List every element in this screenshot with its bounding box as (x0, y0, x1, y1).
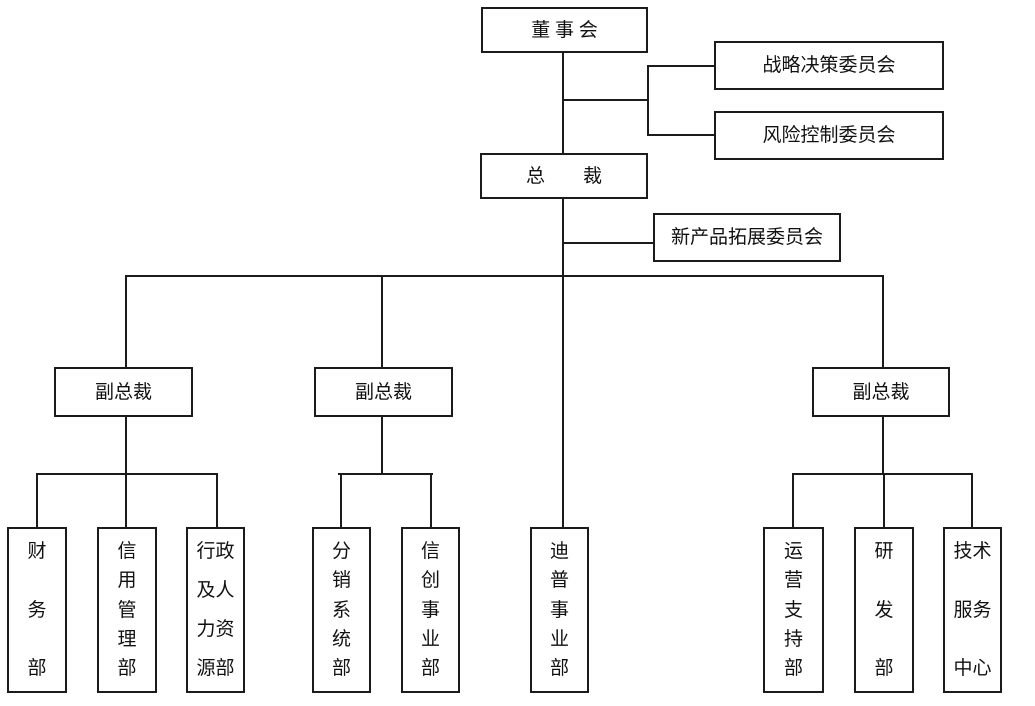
connector-drop-xinchuang (430, 473, 432, 527)
dept-label-line: 用 (117, 570, 137, 592)
node-president-label: 总 裁 (525, 165, 602, 187)
dept-label-line: 运 (783, 541, 803, 562)
node-vp-middle-label: 副总裁 (354, 381, 412, 403)
connector-vp-right-up (882, 275, 884, 367)
dept-label-line: 研 (874, 541, 894, 562)
node-vp-left-label: 副总裁 (94, 381, 152, 403)
dept-label-line: 发 (874, 599, 894, 621)
connector-vp-left-down (125, 417, 127, 475)
connector-left-group-bar (36, 473, 218, 475)
node-vp-right: 副总裁 (812, 367, 950, 417)
connector-committees-spine (647, 65, 649, 136)
dept-label-line: 技术 (953, 541, 992, 562)
node-dept-xinchuang: 信 创 事 业 部 (401, 527, 460, 693)
dept-label-line: 部 (549, 658, 569, 679)
node-dept-finance: 财 务 部 (7, 527, 67, 693)
connector-committees-stub (563, 99, 648, 101)
node-risk-committee: 风险控制委员会 (714, 111, 944, 160)
dept-label-line: 普 (549, 570, 569, 592)
node-strategy-committee: 战略决策委员会 (714, 41, 944, 90)
node-board: 董 事 会 (481, 7, 648, 53)
connector-strategy-committee (647, 65, 714, 67)
node-new-product-committee: 新产品拓展委员会 (653, 213, 841, 262)
connector-vp-left-up (125, 275, 127, 367)
dept-label-line: 分 (331, 541, 351, 562)
node-vp-middle: 副总裁 (314, 367, 453, 417)
node-strategy-committee-label: 战略决策委员会 (762, 55, 896, 76)
connector-vp-middle-up (381, 275, 383, 367)
connector-drop-distribution (340, 473, 342, 527)
connector-vp-right-down (882, 417, 884, 475)
connector-right-group-bar (792, 473, 973, 475)
node-dept-tech-service: 技术 服务 中心 (943, 527, 1002, 693)
dept-label-line: 部 (27, 658, 47, 679)
dept-label-line: 部 (117, 658, 137, 679)
dept-label-line: 支 (783, 599, 803, 621)
dept-label-line: 及人 (196, 580, 235, 601)
connector-president-down (562, 199, 564, 527)
dept-label-line: 信 (420, 541, 440, 562)
node-risk-committee-label: 风险控制委员会 (762, 125, 896, 146)
connector-new-product-committee (563, 242, 653, 244)
connector-mid-group-bar (338, 473, 433, 475)
dept-label-line: 部 (783, 658, 803, 679)
dept-label-line: 销 (331, 570, 351, 592)
dept-label-line: 务 (27, 599, 47, 621)
dept-label-line: 行政 (196, 541, 235, 562)
dept-label-line: 理 (117, 628, 137, 650)
dept-label-line: 财 (27, 541, 47, 562)
dept-label-line: 系 (331, 599, 351, 621)
connector-distribution-bar (125, 275, 884, 277)
node-dept-credit: 信 用 管 理 部 (97, 527, 157, 693)
connector-drop-rnd (883, 473, 885, 527)
dept-label-line: 部 (420, 658, 440, 679)
connector-drop-ops-support (792, 473, 794, 527)
dept-label-line: 持 (783, 628, 803, 650)
dept-label-line: 中心 (953, 658, 992, 679)
dept-label-line: 营 (783, 570, 803, 592)
connector-drop-credit (125, 473, 127, 527)
dept-label-line: 力资 (196, 619, 235, 640)
connector-drop-admin-hr (216, 473, 218, 527)
dept-label-line: 信 (117, 541, 137, 562)
node-dept-dipu: 迪 普 事 业 部 (530, 527, 589, 693)
connector-risk-committee (647, 134, 714, 136)
dept-label-line: 迪 (549, 541, 569, 562)
dept-label-line: 部 (874, 658, 894, 679)
dept-label-line: 业 (549, 628, 569, 650)
connector-drop-tech-service (971, 473, 973, 527)
dept-label-line: 管 (117, 599, 137, 621)
connector-drop-finance (36, 473, 38, 527)
node-dept-admin-hr: 行政 及人 力资 源部 (186, 527, 245, 693)
node-vp-right-label: 副总裁 (852, 381, 910, 403)
node-president: 总 裁 (480, 153, 648, 199)
dept-label-line: 服务 (953, 599, 992, 621)
dept-label-line: 事 (549, 599, 569, 621)
node-dept-rnd: 研 发 部 (854, 527, 914, 693)
node-board-label: 董 事 会 (531, 19, 598, 41)
dept-label-line: 创 (420, 570, 440, 592)
dept-label-line: 业 (420, 628, 440, 650)
dept-label-line: 事 (420, 599, 440, 621)
node-dept-distribution: 分 销 系 统 部 (312, 527, 371, 693)
dept-label-line: 部 (331, 658, 351, 679)
node-vp-left: 副总裁 (54, 367, 193, 417)
connector-vp-middle-down (381, 417, 383, 475)
dept-label-line: 源部 (196, 658, 235, 679)
node-dept-ops-support: 运 营 支 持 部 (763, 527, 824, 693)
node-new-product-committee-label: 新产品拓展委员会 (670, 227, 823, 248)
dept-label-line: 统 (331, 628, 351, 650)
connector-board-president (562, 53, 564, 153)
